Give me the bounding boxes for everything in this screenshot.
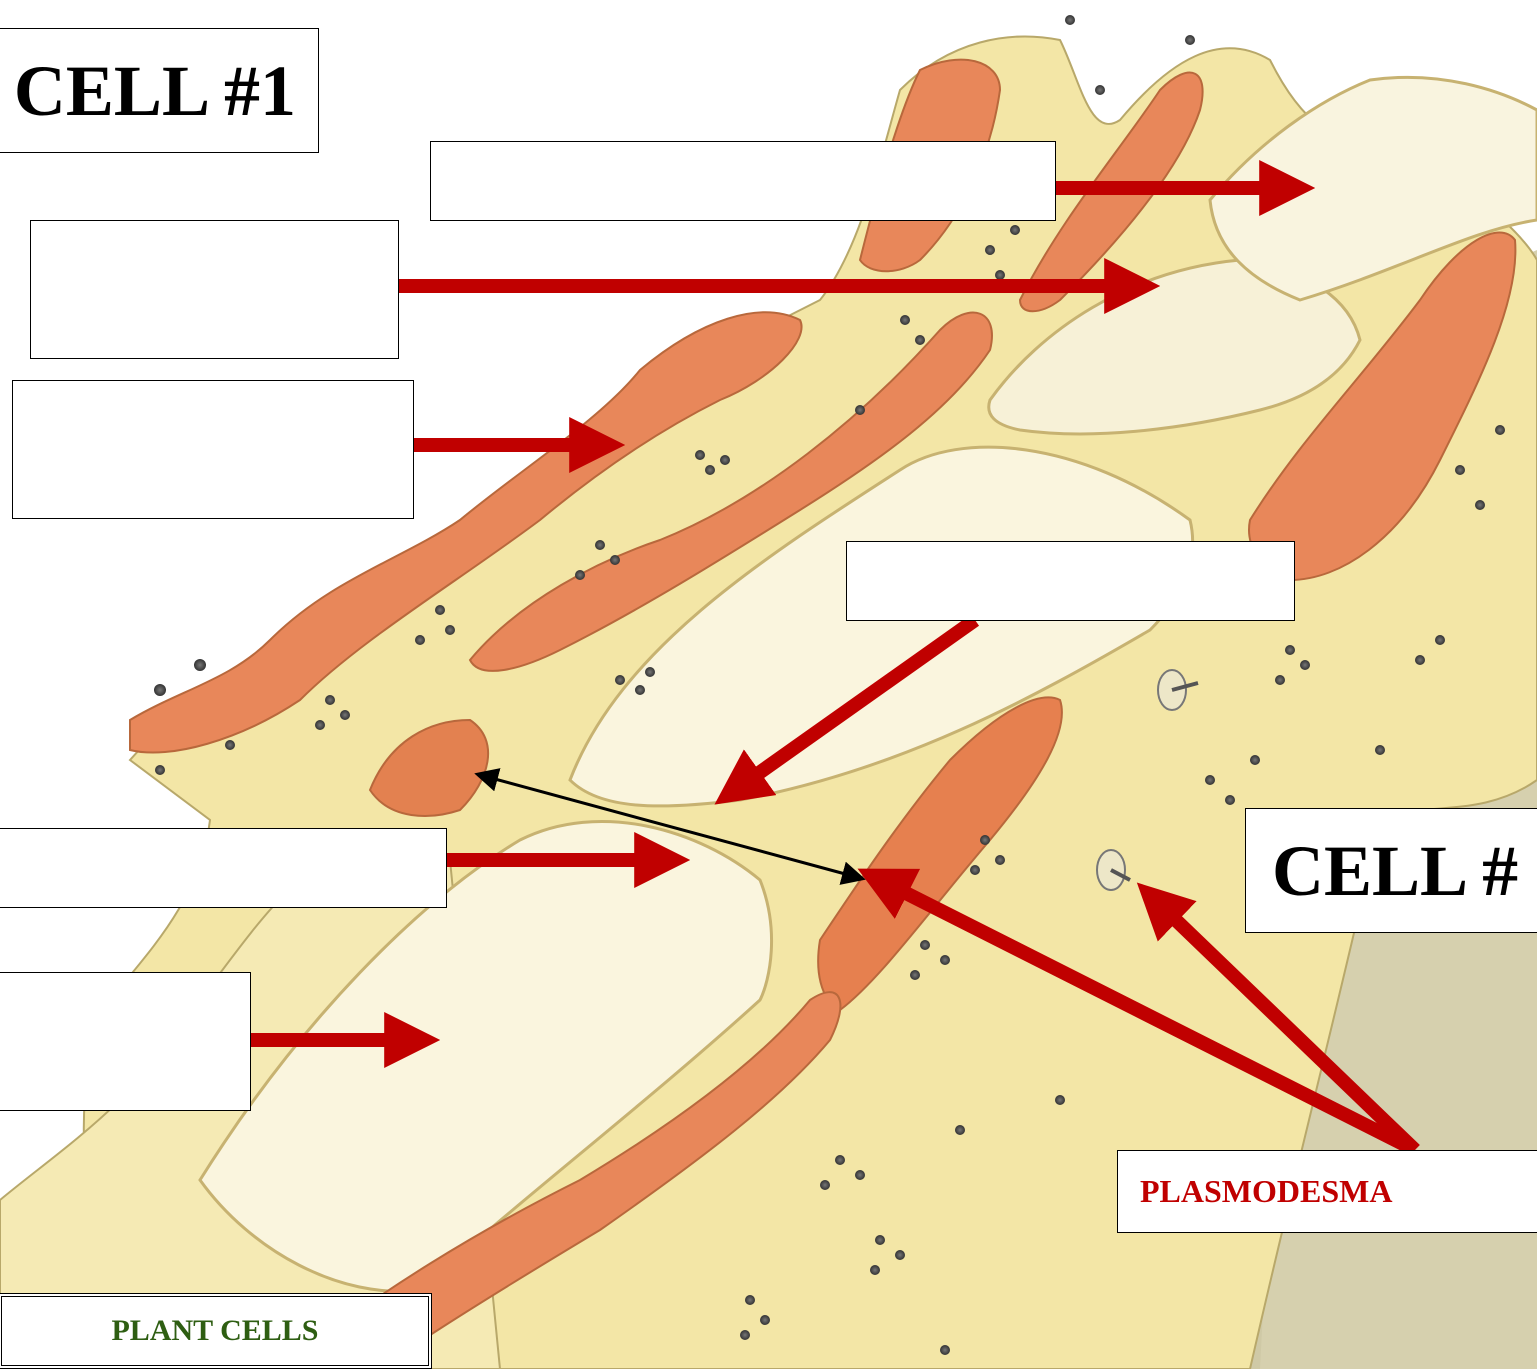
- blank-label-box-3[interactable]: [12, 380, 414, 519]
- blank-label-box-6[interactable]: [0, 972, 251, 1111]
- cell-2-label: CELL #: [1272, 835, 1518, 907]
- blank-label-box-4[interactable]: [846, 541, 1295, 621]
- blank-label-box-1[interactable]: [430, 141, 1056, 221]
- cell-1-label: CELL #1: [14, 55, 296, 127]
- plant-cells-title-box: PLANT CELLS: [0, 1293, 432, 1369]
- cell-1-label-box: CELL #1: [0, 28, 319, 153]
- blank-label-box-5[interactable]: [0, 828, 447, 908]
- plant-cells-title: PLANT CELLS: [111, 1314, 318, 1348]
- blank-label-box-2[interactable]: [30, 220, 399, 359]
- plasmodesma-label: PLASMODESMA: [1140, 1173, 1392, 1210]
- cell-2-label-box: CELL #: [1245, 808, 1537, 933]
- plasmodesma-label-box: PLASMODESMA: [1117, 1150, 1537, 1233]
